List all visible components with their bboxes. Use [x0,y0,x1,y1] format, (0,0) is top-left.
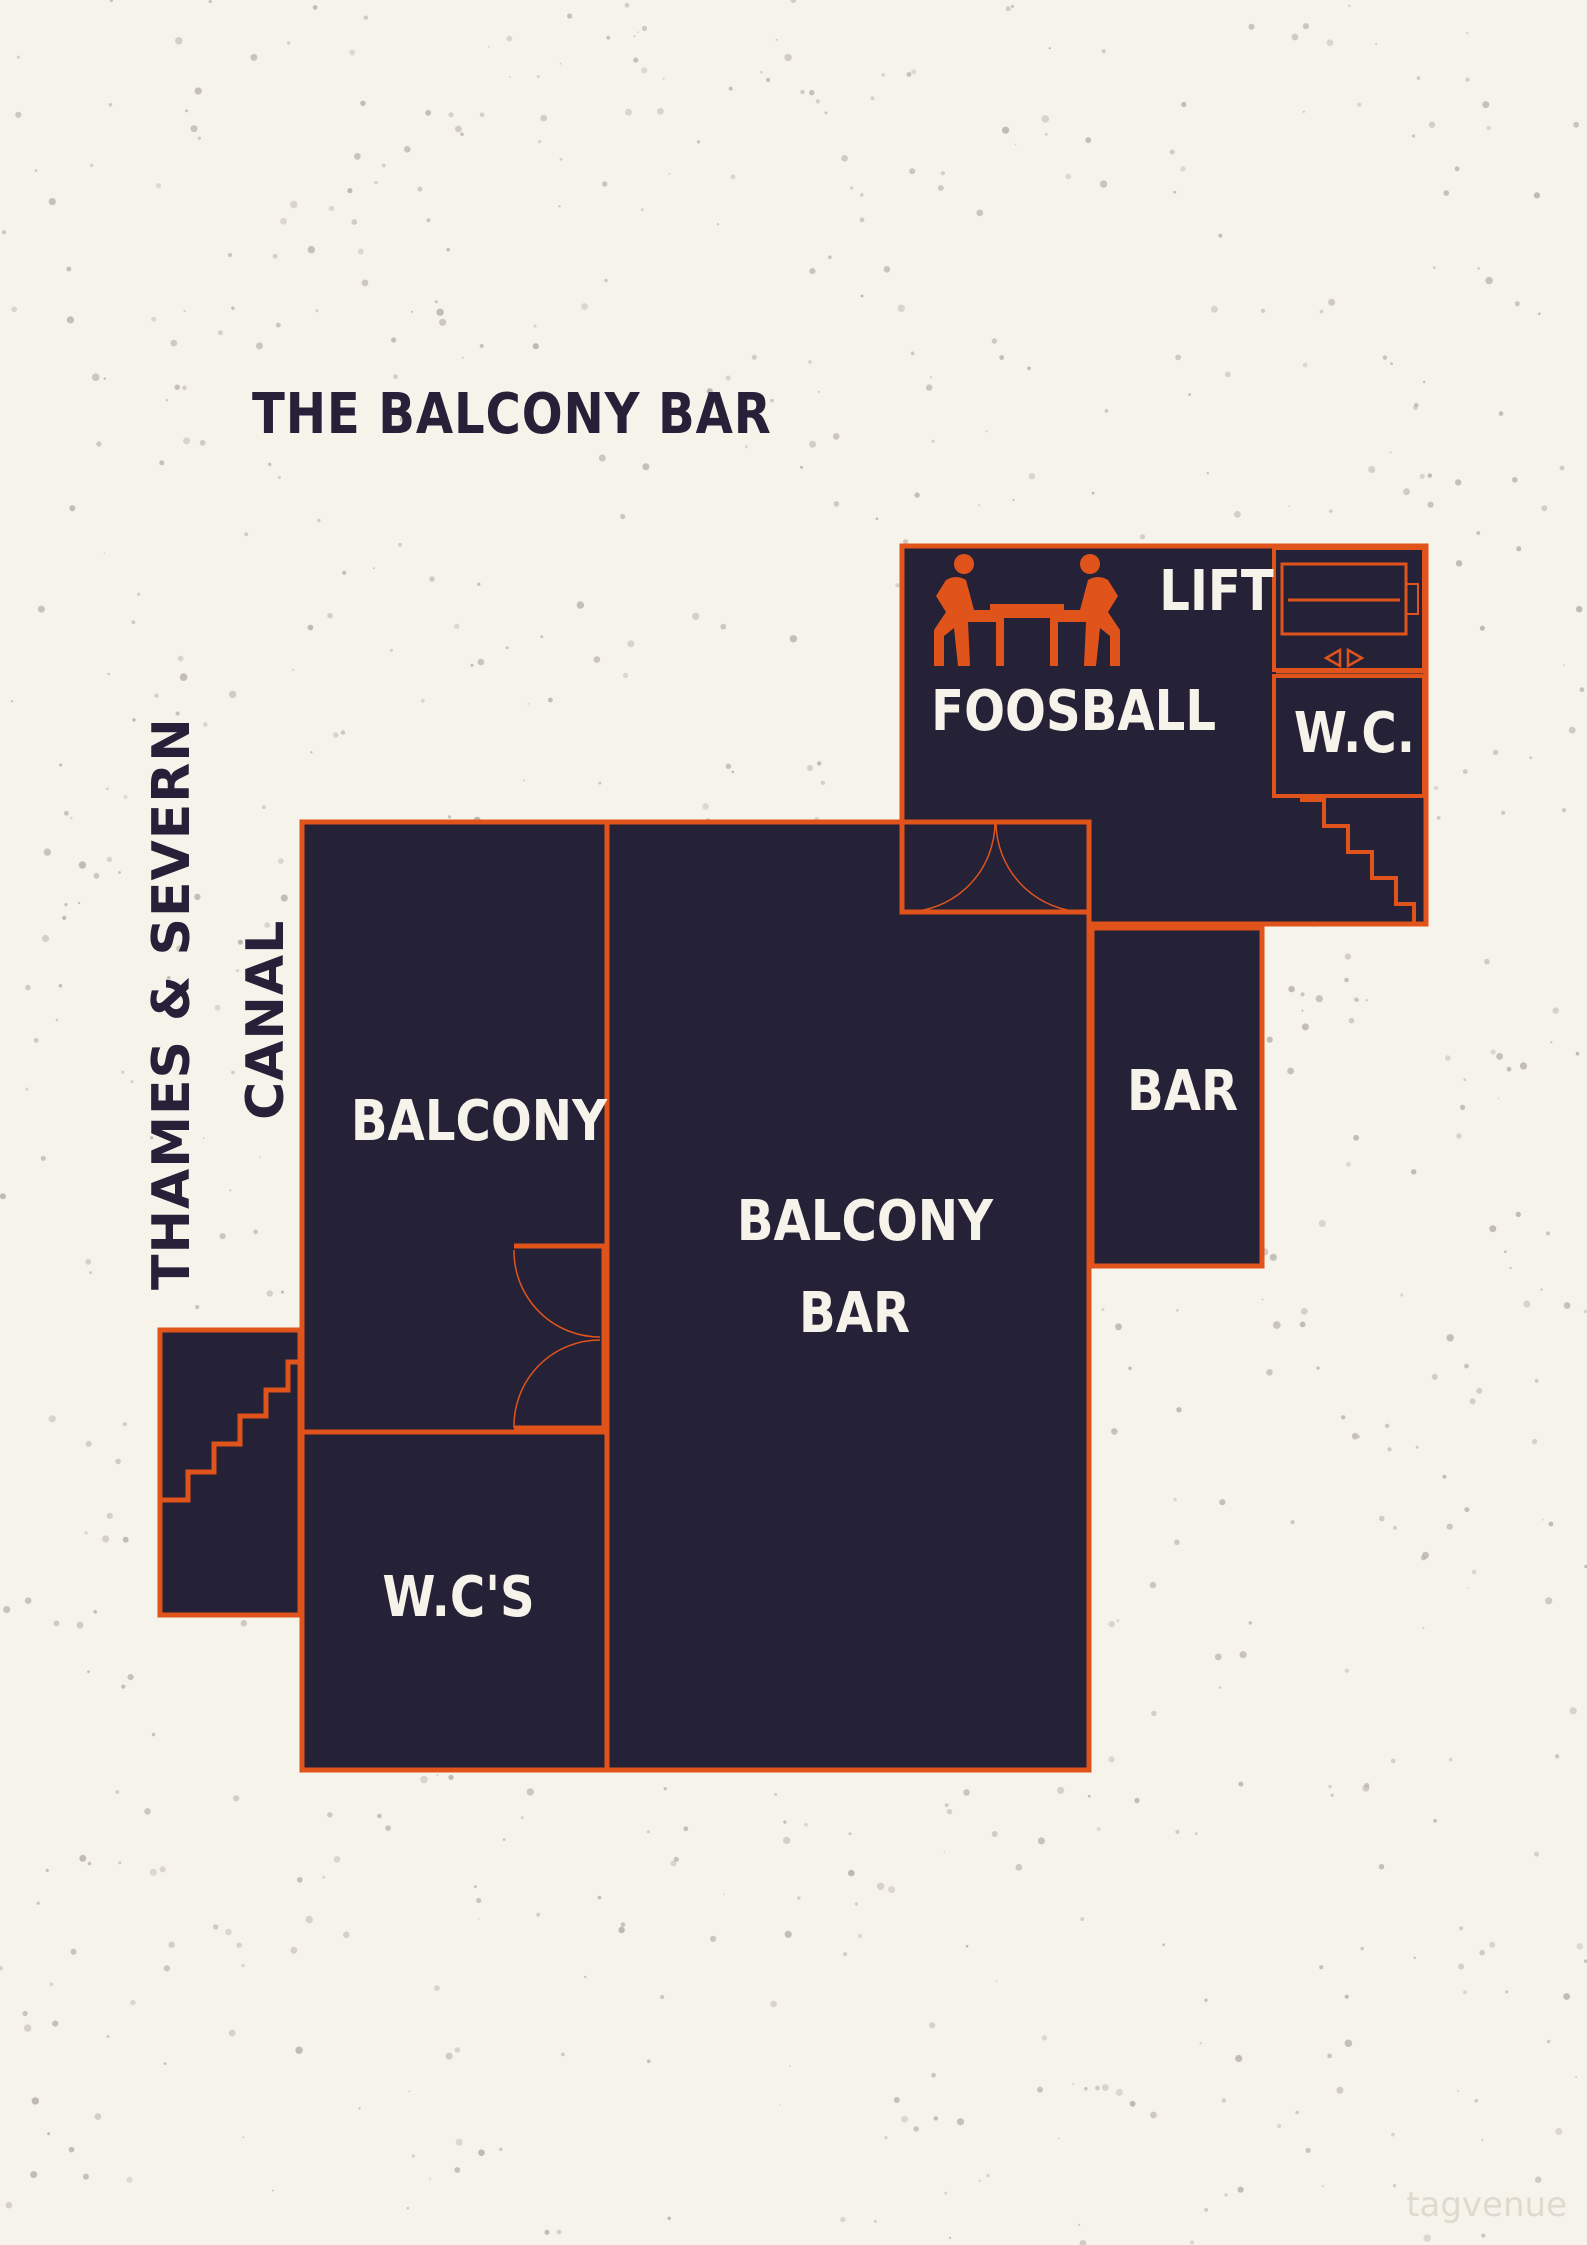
page-title: THE BALCONY BAR [252,382,772,447]
label-bar: BAR [1127,1059,1239,1124]
label-wc: W.C. [1293,701,1415,766]
label-lift: LIFT [1159,559,1274,624]
foosball-icon [934,554,1120,666]
label-balcony: BALCONY [350,1089,607,1154]
label-balcony-bar-1: BALCONY [736,1189,993,1254]
room-wcs [299,1429,610,1773]
label-balcony-bar-2: BAR [799,1281,911,1346]
label-wcs: W.C'S [382,1565,535,1630]
room-stairs-left [157,1327,303,1618]
room-bar [1089,925,1265,1269]
room-balcony-bar [604,819,1092,1773]
watermark-logo: tagvenue [1406,2185,1567,2225]
room-balcony [299,819,610,1435]
label-foosball: FOOSBALL [931,679,1217,744]
